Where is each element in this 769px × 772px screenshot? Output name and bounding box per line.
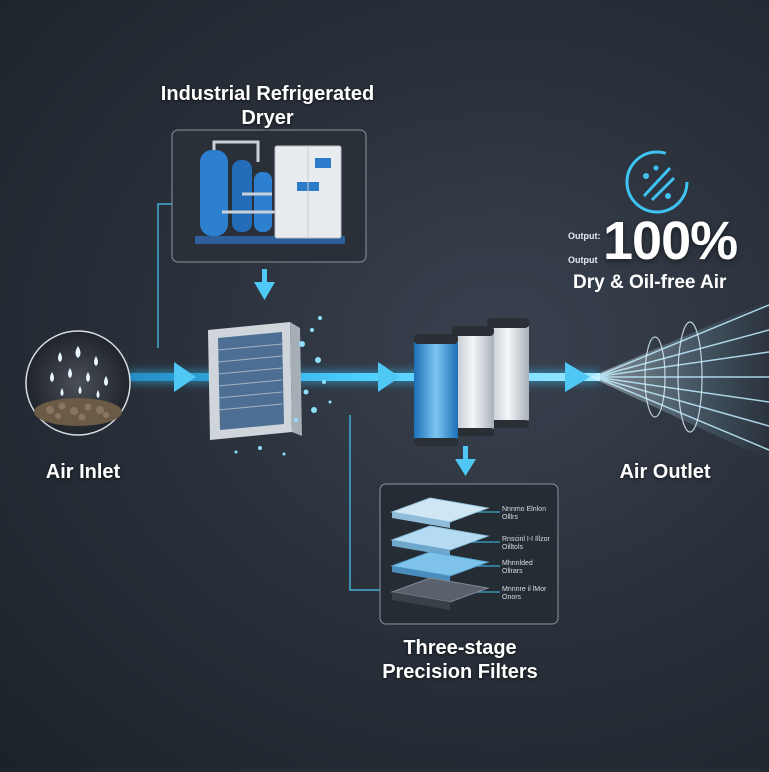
- refrigerated-dryer-image: [171, 129, 367, 263]
- dryer-title-line1: Industrial Refrigerated: [160, 83, 375, 105]
- dryer-title-line2: Dryer: [241, 107, 294, 129]
- filter-layer-3-line1: Mhnnlded: [502, 560, 533, 567]
- filter-layer-4-line2: Onors: [502, 594, 522, 601]
- output-percent: 100%: [603, 211, 738, 271]
- filter-layer-1-line1: Nnnmo Elnlon: [502, 506, 546, 513]
- connector-lines: [157, 203, 380, 591]
- filters-title: Three-stage Precision Filters: [360, 636, 560, 684]
- arrow-down-icon: [455, 446, 476, 476]
- output-small-text-1: Output:: [568, 231, 601, 241]
- three-stage-filter-box: [379, 483, 559, 625]
- arrow-right-icon: [174, 362, 590, 392]
- filters-title-line2: Precision Filters: [382, 661, 538, 683]
- arrow-down-icon: [254, 269, 275, 300]
- filter-layer-label-4: Mnnnre il lMor Onors: [502, 586, 562, 602]
- output-small-text-2: Output: [568, 255, 598, 265]
- filter-layer-2-line2: Oilltols: [502, 544, 524, 551]
- filter-layer-1-line2: Olllrs: [502, 514, 518, 521]
- dry-air-icon: [625, 150, 689, 214]
- pre-filter-panel: [208, 316, 332, 456]
- air-flow-line: [130, 370, 600, 384]
- filter-layer-2-line1: Rnscinl I-I Illzor: [502, 536, 550, 543]
- filter-layer-label-3: Mhnnlded Ollrars: [502, 560, 562, 576]
- dryer-title: Industrial Refrigerated Dryer: [140, 82, 395, 130]
- filter-layer-label-1: Nnnmo Elnlon Olllrs: [502, 506, 562, 522]
- filter-layer-3-line2: Ollrars: [502, 568, 523, 575]
- water-drops-icon: [25, 330, 131, 436]
- filter-layer-label-2: Rnscinl I-I Illzor Oilltols: [502, 536, 562, 552]
- output-description: Dry & Oil-free Air: [573, 272, 727, 293]
- air-inlet-label: Air Inlet: [45, 461, 121, 483]
- filter-cartridges: [414, 318, 529, 446]
- air-outlet-label: Air Outlet: [619, 461, 711, 483]
- filters-title-line1: Three-stage: [403, 637, 517, 659]
- filter-layer-4-line1: Mnnnre il lMor: [502, 586, 547, 593]
- air-outlet-burst: [590, 300, 769, 460]
